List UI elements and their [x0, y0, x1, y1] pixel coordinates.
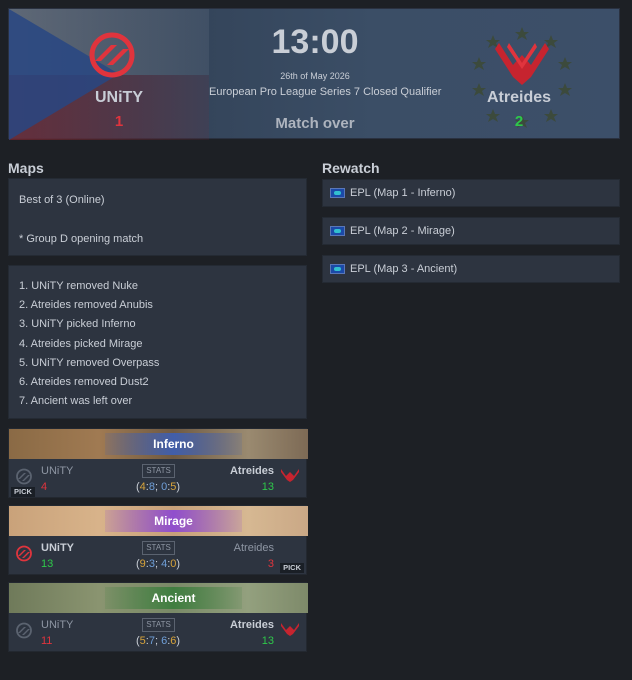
map-label-bar: [105, 510, 242, 532]
rewatch-item[interactable]: EPL (Map 1 - Inferno): [322, 179, 620, 207]
flag-blue-triangle: [9, 9, 119, 140]
right-team-name: Atreides: [229, 619, 274, 631]
rewatch-label: EPL (Map 3 - Ancient): [350, 263, 458, 275]
unity-logo-icon: [16, 545, 32, 562]
stats-button[interactable]: STATS: [142, 464, 175, 478]
match-status: Match over: [275, 115, 355, 132]
map-label-bar: [105, 587, 242, 609]
veto-item: 7. Ancient was left over: [19, 395, 133, 408]
match-info-box: Best of 3 (Online) * Group D opening mat…: [8, 178, 307, 256]
right-team-score: 13: [261, 481, 274, 493]
map-name: Inferno: [153, 437, 194, 451]
left-team-name: UNiTY: [41, 542, 74, 554]
right-team-score: 2: [514, 113, 524, 130]
pick-badge: PICK: [11, 487, 35, 497]
veto-item: 6. Atreides removed Dust2: [19, 375, 149, 388]
right-team-name: Atreides: [229, 465, 274, 477]
atreides-logo-icon[interactable]: [469, 21, 575, 129]
flag-icon: [330, 226, 345, 236]
veto-item: 2. Atreides removed Anubis: [19, 299, 153, 312]
left-team-score: 13: [41, 558, 54, 570]
atreides-logo-icon: [281, 623, 299, 636]
veto-item: 4. Atreides picked Mirage: [19, 337, 143, 350]
map-result-mirage[interactable]: Mirage UNiTY 13 STATS (9:3; 4:0) Atreide…: [8, 505, 308, 575]
pick-badge: PICK: [280, 563, 304, 573]
flag-icon: [330, 188, 345, 198]
right-team-name: Atreides: [233, 542, 274, 554]
map-label-bar: [105, 433, 242, 455]
maps-title: Maps: [8, 160, 44, 176]
map-result-inferno[interactable]: Inferno UNiTY 4 PICK STATS (4:8; 0:5) At…: [8, 428, 308, 498]
left-team-score: 1: [114, 113, 124, 130]
match-note: * Group D opening match: [19, 232, 144, 245]
stats-button[interactable]: STATS: [142, 618, 175, 632]
match-format: Best of 3 (Online): [19, 194, 105, 206]
unity-logo-icon: [16, 468, 32, 485]
map-name: Ancient: [151, 591, 196, 605]
flag-icon: [330, 264, 345, 274]
map-result-ancient[interactable]: Ancient UNiTY 11 STATS (5:7; 6:6) Atreid…: [8, 582, 308, 652]
right-team-score: 13: [261, 635, 274, 647]
half-scores: (9:3; 4:0): [135, 558, 181, 570]
stats-button[interactable]: STATS: [142, 541, 175, 555]
half-scores: (4:8; 0:5): [135, 481, 181, 493]
left-team-score: 4: [41, 481, 48, 493]
rewatch-label: EPL (Map 2 - Mirage): [350, 225, 455, 237]
rewatch-title: Rewatch: [322, 160, 380, 176]
rewatch-item[interactable]: EPL (Map 2 - Mirage): [322, 217, 620, 245]
event-link[interactable]: European Pro League Series 7 Closed Qual…: [209, 86, 442, 98]
veto-item: 3. UNiTY picked Inferno: [19, 318, 136, 331]
rewatch-item[interactable]: EPL (Map 3 - Ancient): [322, 255, 620, 283]
left-team-score: 11: [41, 635, 53, 647]
rewatch-label: EPL (Map 1 - Inferno): [350, 187, 456, 199]
left-team-name: UNiTY: [41, 619, 74, 631]
veto-item: 1. UNiTY removed Nuke: [19, 280, 139, 292]
atreides-logo-icon: [281, 469, 299, 482]
left-team-name: UNiTY: [41, 465, 74, 477]
right-team-name[interactable]: Atreides: [486, 89, 552, 106]
veto-list: 1. UNiTY removed Nuke 2. Atreides remove…: [8, 265, 307, 419]
half-scores: (5:7; 6:6): [135, 635, 181, 647]
unity-logo-icon[interactable]: [81, 31, 143, 79]
right-team-score: 3: [267, 558, 274, 570]
match-date: 26th of May 2026: [280, 71, 350, 81]
match-header: UNiTY 1 13:00 26th of May 2026 European …: [8, 8, 620, 140]
veto-item: 5. UNiTY removed Overpass: [19, 356, 160, 369]
left-team-name[interactable]: UNiTY: [95, 89, 143, 106]
match-time: 13:00: [271, 23, 359, 61]
unity-logo-icon: [16, 622, 32, 639]
map-name: Mirage: [154, 514, 193, 528]
